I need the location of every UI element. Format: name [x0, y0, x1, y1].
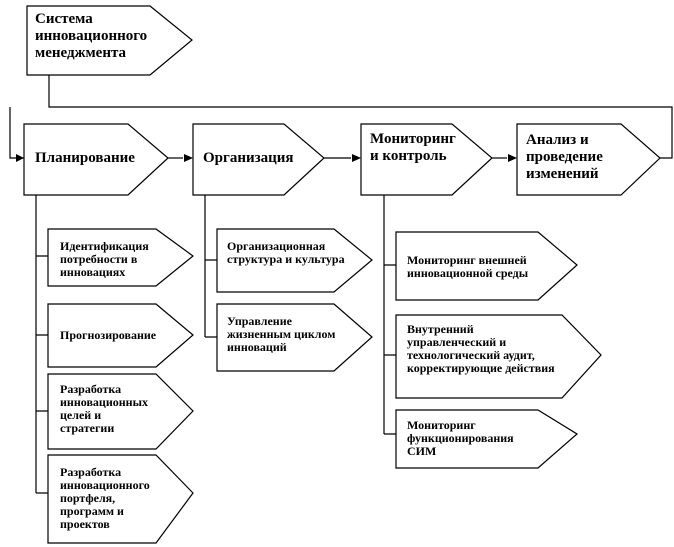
organization-to-monitoring-arrowhead — [352, 154, 361, 162]
planning-item-2-shape — [47, 303, 194, 368]
monitoring-block-label: Мониторинг и контроль — [370, 131, 456, 164]
monitoring-item-3-label: Мониторинг функционирования СИМ — [407, 418, 514, 458]
root-block-shape — [26, 5, 193, 76]
planning-item-1-shape — [47, 228, 194, 287]
planning-to-organization-arrowhead — [184, 154, 193, 162]
organization-item-1-shape — [216, 228, 373, 293]
root-block-label: Система инновационного менеджмента — [35, 11, 148, 61]
monitoring-item-3-shape — [395, 409, 579, 469]
monitoring-block-shape — [360, 123, 493, 196]
planning-item-4-shape — [47, 454, 194, 544]
monitoring-to-analysis-arrowhead — [508, 154, 517, 162]
analysis-block-shape — [516, 123, 661, 196]
planning-item-3-shape — [47, 373, 194, 450]
organization-item-1-label: Организационная структура и культура — [227, 239, 345, 266]
planning-item-2-label: Прогнозирование — [60, 328, 157, 342]
monitoring-item-1-label: Мониторинг внешней инновационной среды — [407, 253, 529, 280]
analysis-block-label: Анализ и проведение изменений — [526, 132, 603, 182]
planning-subitems-vertical-line — [35, 195, 48, 494]
planning-item-3-label: Разработка инновационных целей и стратег… — [60, 382, 148, 435]
planning-item-4-label: Разработка инновационного портфеля, прог… — [60, 465, 150, 531]
organization-item-2-shape — [216, 303, 373, 372]
planning-block-label: Планирование — [35, 150, 135, 166]
organization-item-2-label: Управление жизненным циклом инноваций — [227, 314, 336, 354]
monitoring-item-2-shape — [395, 314, 602, 399]
monitoring-item-1-shape — [395, 231, 578, 301]
organization-subitems-vertical-line — [204, 195, 217, 338]
organization-block-shape — [192, 123, 325, 196]
organization-block-label: Организация — [203, 150, 294, 166]
monitoring-subitems-vertical-line — [383, 195, 396, 435]
planning-item-1-label: Идентификация потребности в инновациях — [60, 239, 149, 279]
monitoring-item-2-label: Внутренний управленческий и технологичес… — [407, 322, 555, 375]
planning-block-shape — [23, 123, 169, 196]
feedback-arrow-into-planning — [16, 154, 24, 162]
